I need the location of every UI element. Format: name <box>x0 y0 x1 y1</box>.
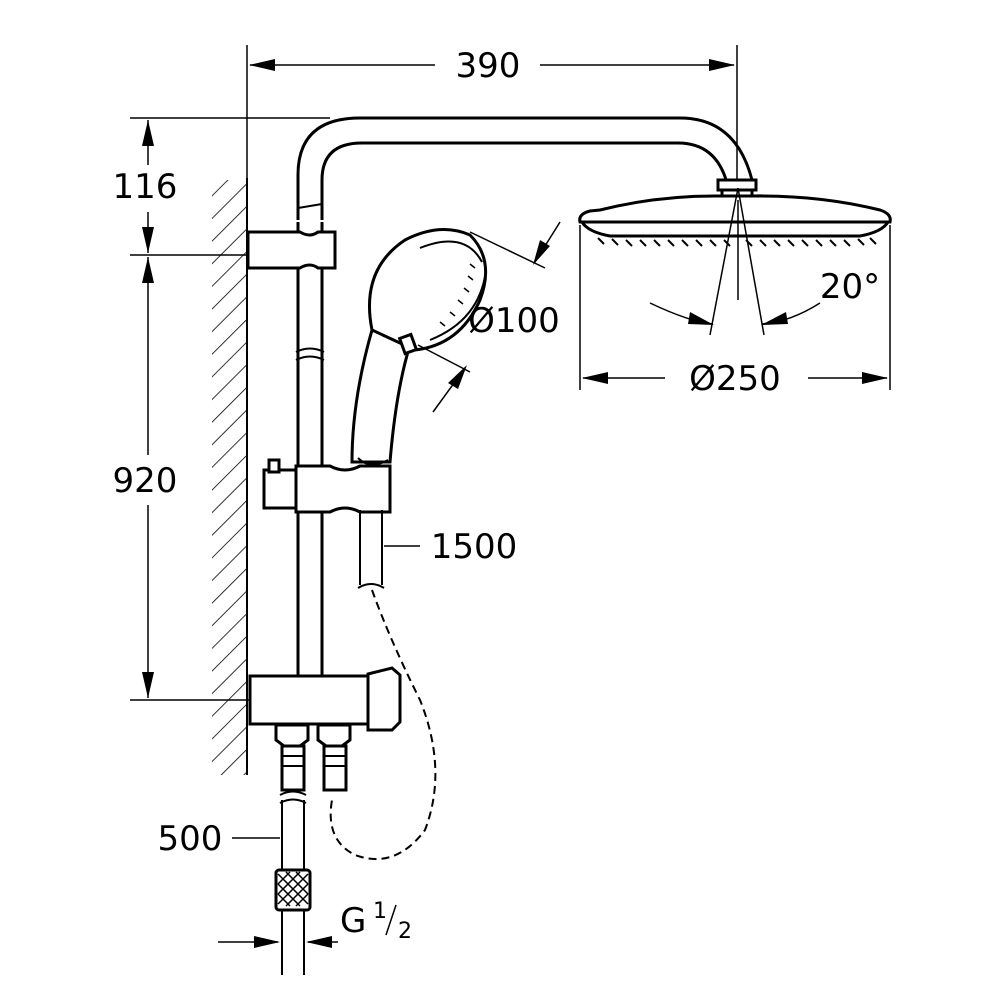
dimension-connection-thread: G 1 2 <box>218 899 412 948</box>
dim-label-fraction-den: 2 <box>398 919 412 944</box>
shower-hose: 1500 <box>329 510 518 861</box>
dim-label-116: 116 <box>113 167 178 207</box>
dim-label-angle-20: 20° <box>820 267 880 307</box>
dim-label-thread: G <box>340 901 366 941</box>
shower-arm <box>296 116 754 220</box>
supply-hose: 500 <box>158 790 312 975</box>
dimension-arm-height: 116 <box>113 117 330 256</box>
hand-shower <box>350 228 488 466</box>
dim-label-500: 500 <box>158 819 223 859</box>
dim-label-390: 390 <box>456 46 521 86</box>
dim-label-diameter-100: Ø100 <box>468 301 560 341</box>
mixer-body <box>248 666 402 792</box>
dimension-arm-length: 390 <box>246 45 738 180</box>
head-shower-nozzles <box>597 237 877 247</box>
hand-shower-holder <box>262 458 392 514</box>
riser-rail <box>295 222 325 675</box>
upper-wall-bracket <box>246 230 337 270</box>
dimension-hand-shower-diameter: Ø100 <box>417 221 561 413</box>
head-shower <box>578 178 892 247</box>
dimension-head-shower-diameter: Ø250 <box>579 225 891 399</box>
dimension-head-tilt-angle: 20° <box>649 187 880 336</box>
dim-label-1500: 1500 <box>431 527 518 567</box>
wall <box>212 178 248 775</box>
dimension-rail-height: 920 <box>113 257 255 701</box>
dim-label-fraction-num: 1 <box>373 899 387 924</box>
dim-label-920: 920 <box>113 461 178 501</box>
dim-label-diameter-250: Ø250 <box>689 359 781 399</box>
